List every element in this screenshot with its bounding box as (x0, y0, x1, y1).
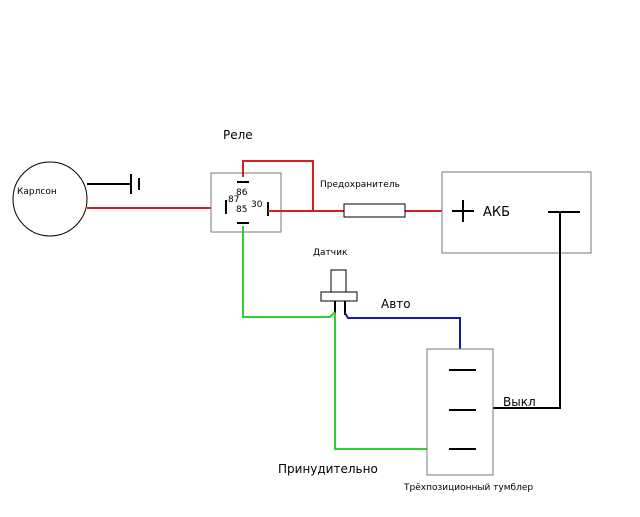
wire-sensor-forced (334, 313, 449, 450)
sensor-label: Датчик (313, 248, 348, 258)
relay-pin-85: 85 (236, 205, 247, 215)
switch-label: Трёхпозиционный тумблер (403, 483, 533, 493)
off-label: Выкл (503, 395, 536, 409)
wire-relay-sensor (242, 226, 336, 318)
sensor-base (320, 291, 358, 302)
auto-label: Авто (381, 297, 411, 311)
wire-battery-off (479, 212, 561, 409)
sensor-body (330, 269, 347, 293)
fan-motor (12, 161, 88, 237)
battery-label: АКБ (483, 205, 510, 220)
forced-label: Принудительно (278, 462, 378, 476)
toggle-switch-box (426, 348, 494, 476)
relay-pin-86: 86 (236, 188, 248, 198)
relay-pin-87: 87 (228, 195, 239, 205)
fan-label: Карлсон (17, 187, 57, 197)
fuse (343, 203, 406, 218)
wire-sensor-auto (344, 312, 461, 369)
relay-label: Реле (223, 128, 253, 142)
relay-pin-30: 30 (251, 200, 263, 210)
fuse-label: Предохранитель (320, 180, 400, 190)
wire-relay-86 (242, 160, 314, 211)
